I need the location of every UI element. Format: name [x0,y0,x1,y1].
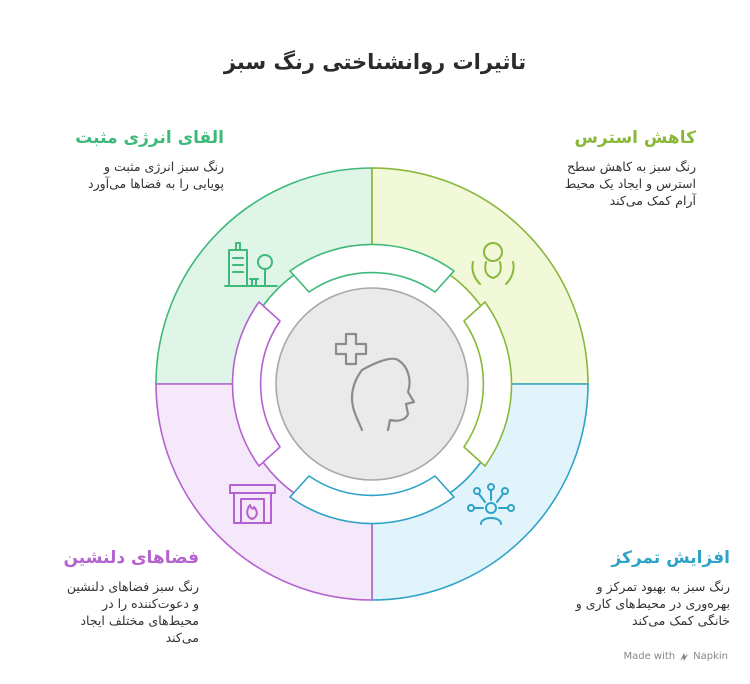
heading-focus-increase: افزایش تمرکز [611,548,730,568]
desc-stress-reduction-line: استرس و ایجاد یک محیط [564,176,696,191]
desc-cozy-spaces-line: رنگ سبز فضاهای دلنشین [66,579,199,594]
inner-arc-bottom [289,475,455,525]
desc-cozy-spaces-line: می‌کند [165,630,199,645]
desc-positive-energy-line: پویایی را به فضاها می‌آورد [88,176,224,191]
calm-head-hands-icon [471,242,515,285]
inner-arc-right [463,301,513,467]
desc-focus-increase-line: بهره‌وری در محیط‌های کاری و [575,596,730,611]
desc-cozy-spaces-line: محیط‌های مختلف ایجاد [80,613,199,628]
desc-cozy-spaces-line: و دعوت‌کننده را در [102,596,199,611]
desc-positive-energy-line: رنگ سبز انرژی مثبت و [104,159,224,174]
napkin-watermark: Made with Napkin [623,651,728,662]
desc-stress-reduction-line: آرام کمک می‌کند [609,193,696,208]
watermark-brand: Napkin [693,651,728,662]
page-title: تاثیرات روانشناختی رنگ سبز [223,50,527,74]
heading-stress-reduction: کاهش استرس [574,128,696,148]
inner-arc-left [231,301,281,467]
inner-arc-top [289,243,455,293]
focus-person-icon [467,483,515,525]
heading-positive-energy: القای انرژی مثبت [75,128,224,148]
section-focus-increase: افزایش تمرکز رنگ سبز به بهبود تمرکز و به… [520,548,730,629]
watermark-text: Made with [623,651,676,662]
napkin-logo-icon [680,652,689,661]
center-circle [275,287,469,481]
desc-focus-increase-line: رنگ سبز به بهبود تمرکز و [596,579,730,594]
heading-cozy-spaces: فضاهای دلنشین [63,548,199,568]
desc-stress-reduction-line: رنگ سبز به کاهش سطح [566,159,696,174]
section-cozy-spaces: فضاهای دلنشین رنگ سبز فضاهای دلنشین و دع… [24,548,199,646]
fireplace-icon [229,484,276,524]
section-stress-reduction: کاهش استرس رنگ سبز به کاهش سطح استرس و ا… [500,128,696,209]
desc-focus-increase-line: خانگی کمک می‌کند [631,613,730,628]
building-tree-icon [224,242,278,287]
section-positive-energy: القای انرژی مثبت رنگ سبز انرژی مثبت و پو… [24,128,224,192]
mental-health-head-icon [334,332,416,432]
